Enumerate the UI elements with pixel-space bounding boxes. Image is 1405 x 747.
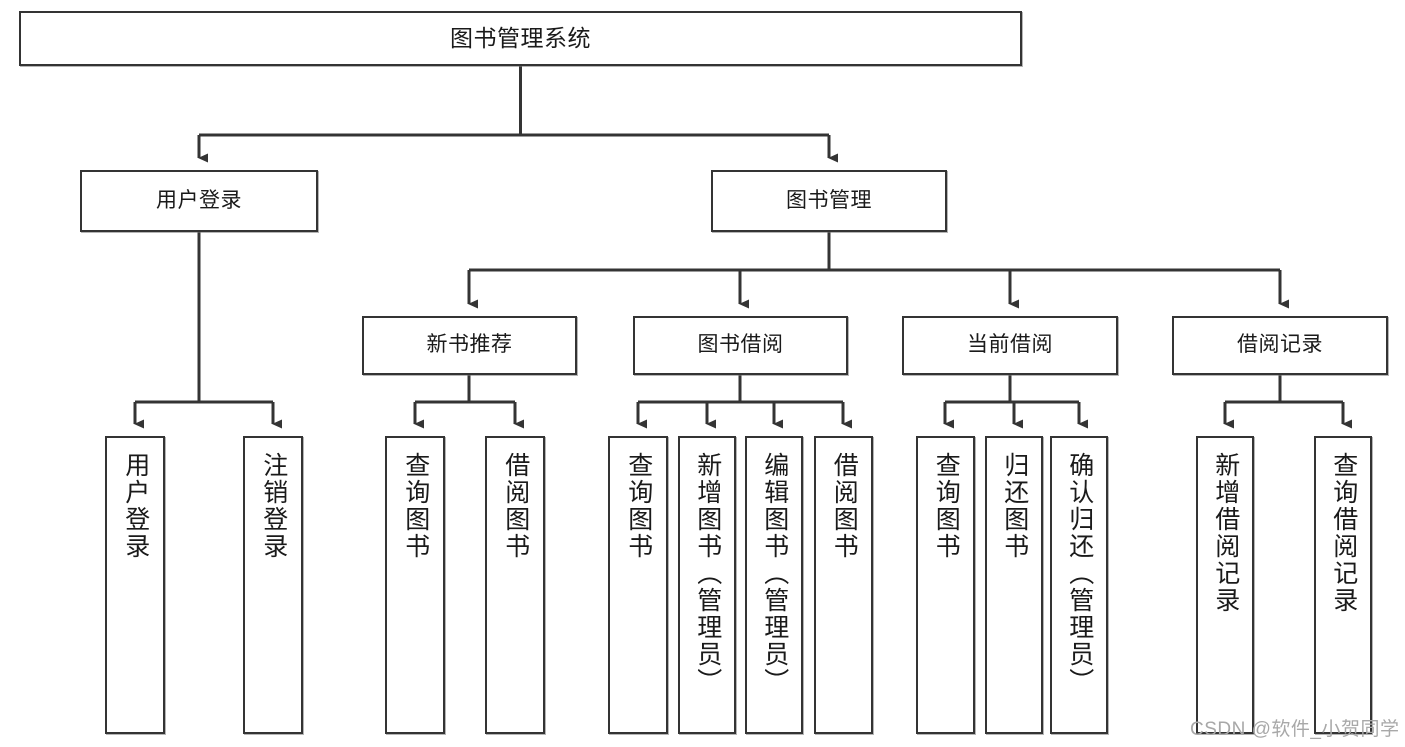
node-leaf-query-book-borrow-label: 查询图书 xyxy=(624,452,653,560)
node-borrow-record[interactable]: 借阅记录 xyxy=(1172,316,1388,375)
node-leaf-query-borrow-record-label: 查询借阅记录 xyxy=(1329,452,1358,614)
node-root[interactable]: 图书管理系统 xyxy=(19,11,1022,66)
node-leaf-return-book[interactable]: 归还图书 xyxy=(985,436,1043,734)
node-leaf-user-login-label: 用户登录 xyxy=(121,452,150,560)
node-leaf-add-book-admin-label: 新增图书（管理员） xyxy=(693,452,722,695)
node-leaf-confirm-return-admin[interactable]: 确认归还（管理员） xyxy=(1050,436,1108,734)
node-current-borrow-label: 当前借阅 xyxy=(967,333,1053,357)
node-leaf-return-book-label: 归还图书 xyxy=(1000,452,1029,560)
node-leaf-logout-label: 注销登录 xyxy=(259,452,288,560)
node-leaf-query-book-borrow[interactable]: 查询图书 xyxy=(608,436,668,734)
node-new-book-recommend-label: 新书推荐 xyxy=(426,333,513,357)
node-book-borrow-label: 图书借阅 xyxy=(697,333,784,357)
node-leaf-add-borrow-record[interactable]: 新增借阅记录 xyxy=(1196,436,1254,734)
node-leaf-query-book-current[interactable]: 查询图书 xyxy=(916,436,975,734)
node-leaf-query-book-rec-label: 查询图书 xyxy=(401,452,430,560)
node-leaf-borrow-book-label: 借阅图书 xyxy=(830,452,859,560)
node-book-management[interactable]: 图书管理 xyxy=(711,170,947,232)
node-leaf-logout[interactable]: 注销登录 xyxy=(243,436,303,734)
node-leaf-edit-book-admin-label: 编辑图书（管理员） xyxy=(760,452,789,695)
node-leaf-borrow-book-rec-label: 借阅图书 xyxy=(501,452,530,560)
node-leaf-edit-book-admin[interactable]: 编辑图书（管理员） xyxy=(745,436,803,734)
node-book-management-label: 图书管理 xyxy=(786,188,872,212)
node-user-login-label: 用户登录 xyxy=(156,188,242,212)
node-new-book-recommend[interactable]: 新书推荐 xyxy=(362,316,577,375)
node-root-label: 图书管理系统 xyxy=(450,24,591,51)
node-current-borrow[interactable]: 当前借阅 xyxy=(902,316,1118,375)
node-leaf-add-borrow-record-label: 新增借阅记录 xyxy=(1211,452,1240,614)
node-leaf-user-login[interactable]: 用户登录 xyxy=(105,436,165,734)
node-book-borrow[interactable]: 图书借阅 xyxy=(633,316,848,375)
node-leaf-query-book-rec[interactable]: 查询图书 xyxy=(385,436,445,734)
csdn-watermark: CSDN @软件_小贺同学 xyxy=(1190,719,1400,740)
node-user-login[interactable]: 用户登录 xyxy=(80,170,318,232)
node-leaf-borrow-book[interactable]: 借阅图书 xyxy=(814,436,873,734)
node-leaf-add-book-admin[interactable]: 新增图书（管理员） xyxy=(678,436,736,734)
node-leaf-confirm-return-admin-label: 确认归还（管理员） xyxy=(1065,452,1094,695)
node-leaf-borrow-book-rec[interactable]: 借阅图书 xyxy=(485,436,545,734)
node-leaf-query-borrow-record[interactable]: 查询借阅记录 xyxy=(1314,436,1372,734)
node-borrow-record-label: 借阅记录 xyxy=(1237,333,1323,357)
node-leaf-query-book-current-label: 查询图书 xyxy=(932,452,961,560)
